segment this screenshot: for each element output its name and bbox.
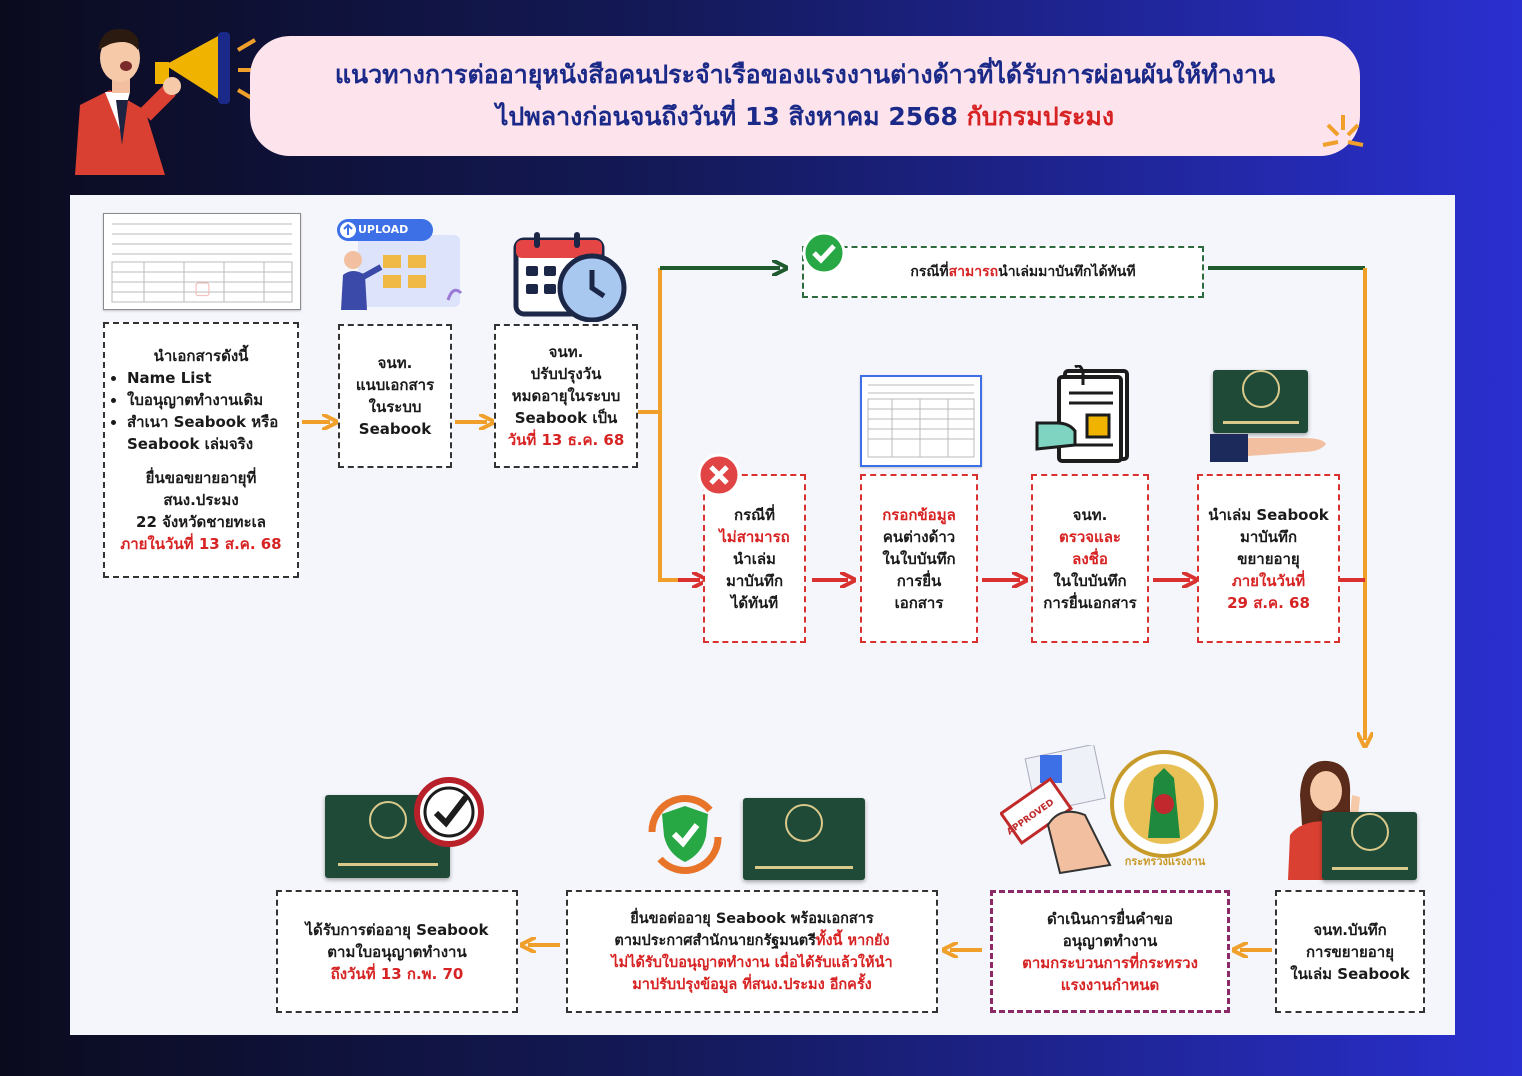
bring-seabook-step: นำเล่ม Seabook มาบันทึก ขยายอายุ ภายในวั…	[1197, 474, 1340, 643]
submit-text-3: 22 จังหวัดชายทะเล	[136, 513, 266, 531]
officer-record-text: การขยายอายุ	[1305, 942, 1395, 961]
calendar-clock-icon	[512, 230, 632, 323]
upload-illustration	[333, 215, 468, 315]
svg-text:▢: ▢	[194, 278, 211, 299]
check-sign-highlight: ลงชื่อ	[1072, 549, 1108, 568]
renew-request-line-2: ตามประกาศสำนักนายกรัฐมนตรีทั้งนี้ หากยัง	[614, 932, 890, 949]
case-can-record-immediately: กรณีที่สามารถนำเล่มมาบันทึกได้ทันที	[802, 246, 1204, 298]
fill-form-text: คนต่างด้าว	[882, 527, 956, 546]
result-text: ตามใบอนุญาตทำงาน	[327, 942, 467, 961]
seabook-image	[743, 798, 865, 880]
bring-book-text: ขยายอายุ	[1237, 549, 1300, 568]
case-cannot-record-immediately: กรณีที่ ไม่สามารถ นำเล่ม มาบันทึก ได้ทัน…	[703, 474, 806, 643]
case-cannot-highlight: ไม่สามารถ	[719, 527, 790, 546]
title-line-1: แนวทางการต่ออายุหนังสือคนประจำเรือของแรง…	[334, 60, 1276, 89]
bring-book-highlight: 29 ส.ค. 68	[1227, 593, 1310, 612]
result-text: ได้รับการต่ออายุ Seabook	[305, 920, 489, 939]
list-item: ใบอนุญาตทำงานเดิม	[127, 389, 297, 411]
step-2-text: Seabook	[358, 420, 432, 438]
step-3-text: ปรับปรุงวัน	[530, 365, 602, 383]
list-item: Name List	[127, 367, 297, 389]
step-2-text: แนบเอกสาร	[355, 376, 435, 394]
fill-form-step: กรอกข้อมูล คนต่างด้าว ในใบบันทึก การยื่น…	[860, 474, 978, 643]
ministry-of-labour-seal	[1108, 748, 1220, 866]
ministry-seal-caption: กระทรวงแรงงาน	[1124, 855, 1206, 868]
step-2-text: จนท.	[377, 354, 413, 372]
list-item: สำเนา Seabook หรือ Seabook เล่มจริง	[127, 411, 297, 455]
case-cannot-text: กรณีที่	[734, 505, 775, 524]
step-1-submit-documents: นำเอกสารดังนี้ Name List ใบอนุญาตทำงานเด…	[103, 322, 299, 578]
check-sign-text: จนท.	[1072, 505, 1108, 524]
bring-book-highlight: ภายในวันที่	[1231, 571, 1306, 590]
document-list: Name List ใบอนุญาตทำงานเดิม สำเนา Seaboo…	[105, 367, 297, 455]
check-sign-text: ในใบบันทึก	[1053, 571, 1127, 590]
submit-text-1: ยื่นขอขยายอายุที่	[145, 469, 257, 487]
upload-badge-label: UPLOAD	[358, 223, 409, 236]
refresh-shield-icon	[640, 792, 730, 877]
name-list-document-image: ▢	[103, 213, 301, 310]
step-3-text: หมดอายุในระบบ	[511, 387, 621, 405]
officer-record-text: ในเล่ม Seabook	[1290, 964, 1410, 983]
case-can-text: นำเล่มมาบันทึกได้ทันที	[998, 264, 1136, 280]
check-sign-step: จนท. ตรวจและ ลงชื่อ ในใบบันทึก การยื่นเอ…	[1031, 474, 1149, 643]
work-permit-highlight: ตามกระบวนการที่กระทรวง	[1022, 953, 1198, 972]
renew-request-highlight: มาปรับปรุงข้อมูล ที่สนง.ประมง อีกครั้ง	[632, 976, 872, 993]
case-cannot-text: นำเล่ม	[733, 549, 776, 568]
check-sign-highlight: ตรวจและ	[1059, 527, 1121, 546]
check-sign-text: การยื่นเอกสาร	[1043, 593, 1137, 612]
approved-stamp-illustration	[999, 743, 1115, 875]
step-2-attach-documents: จนท. แนบเอกสาร ในระบบ Seabook	[338, 324, 452, 468]
case-can-text: กรณีที่	[910, 264, 949, 280]
case-can-highlight: สามารถ	[948, 264, 999, 280]
renewal-result: ได้รับการต่ออายุ Seabook ตามใบอนุญาตทำงา…	[276, 890, 518, 1013]
bring-book-text: มาบันทึก	[1239, 527, 1298, 546]
seabook-image	[1213, 369, 1308, 433]
step-3-update-expiry: จนท. ปรับปรุงวัน หมดอายุในระบบ Seabook เ…	[494, 324, 638, 468]
officer-record-extension: จนท.บันทึก การขยายอายุ ในเล่ม Seabook	[1275, 890, 1425, 1013]
step-1-deadline: ภายในวันที่ 13 ส.ค. 68	[120, 535, 282, 553]
fill-form-text: ในใบบันทึก	[882, 549, 956, 568]
document-hand-icon	[1035, 364, 1135, 465]
hand-receiving-illustration	[1208, 430, 1328, 464]
renew-request-highlight: ไม่ได้รับใบอนุญาตทำงาน เมื่อได้รับแล้วให…	[611, 954, 893, 971]
bring-book-text: นำเล่ม Seabook	[1208, 505, 1329, 524]
result-highlight: ถึงวันที่ 13 ก.พ. 70	[330, 964, 464, 983]
work-permit-text: ดำเนินการยื่นคำขอ	[1046, 909, 1174, 928]
officer-record-text: จนท.บันทึก	[1313, 920, 1387, 939]
work-permit-application: ดำเนินการยื่นคำขอ อนุญาตทำงาน ตามกระบวนก…	[990, 890, 1230, 1013]
approved-check-icon	[412, 775, 486, 849]
fill-form-text: การยื่น	[896, 571, 942, 590]
step-2-text: ในระบบ	[368, 398, 422, 416]
renew-request-text: ยื่นขอต่ออายุ Seabook พร้อมเอกสาร	[630, 910, 874, 927]
step-3-text: Seabook เป็น	[514, 409, 618, 427]
title-highlight: กับกรมประมง	[966, 102, 1115, 131]
x-circle-icon	[697, 453, 741, 497]
case-cannot-text: มาบันทึก	[725, 571, 784, 590]
submit-text-2: สนง.ประมง	[163, 491, 239, 509]
work-permit-highlight: แรงงานกำหนด	[1060, 975, 1160, 994]
renew-seabook-request: ยื่นขอต่ออายุ Seabook พร้อมเอกสาร ตามประ…	[566, 890, 938, 1013]
step-1-heading: นำเอกสารดังนี้	[153, 347, 249, 365]
megaphone-man-illustration	[70, 20, 260, 180]
step-3-text: จนท.	[548, 343, 584, 361]
seabook-image	[1322, 812, 1417, 880]
case-cannot-text: ได้ทันที	[730, 593, 779, 612]
fill-form-text: เอกสาร	[894, 593, 944, 612]
page-title: แนวทางการต่ออายุหนังสือคนประจำเรือของแรง…	[250, 36, 1360, 156]
work-permit-text: อนุญาตทำงาน	[1062, 931, 1158, 950]
sparkle-decoration	[1318, 110, 1368, 160]
title-line-2: ไปพลางก่อนจนถึงวันที่ 13 สิงหาคม 2568 กั…	[495, 102, 1115, 131]
step-3-date: วันที่ 13 ธ.ค. 68	[507, 431, 625, 449]
fill-form-highlight: กรอกข้อมูล	[882, 505, 956, 524]
check-circle-icon-overlay	[802, 231, 846, 275]
record-form-image	[860, 375, 982, 467]
